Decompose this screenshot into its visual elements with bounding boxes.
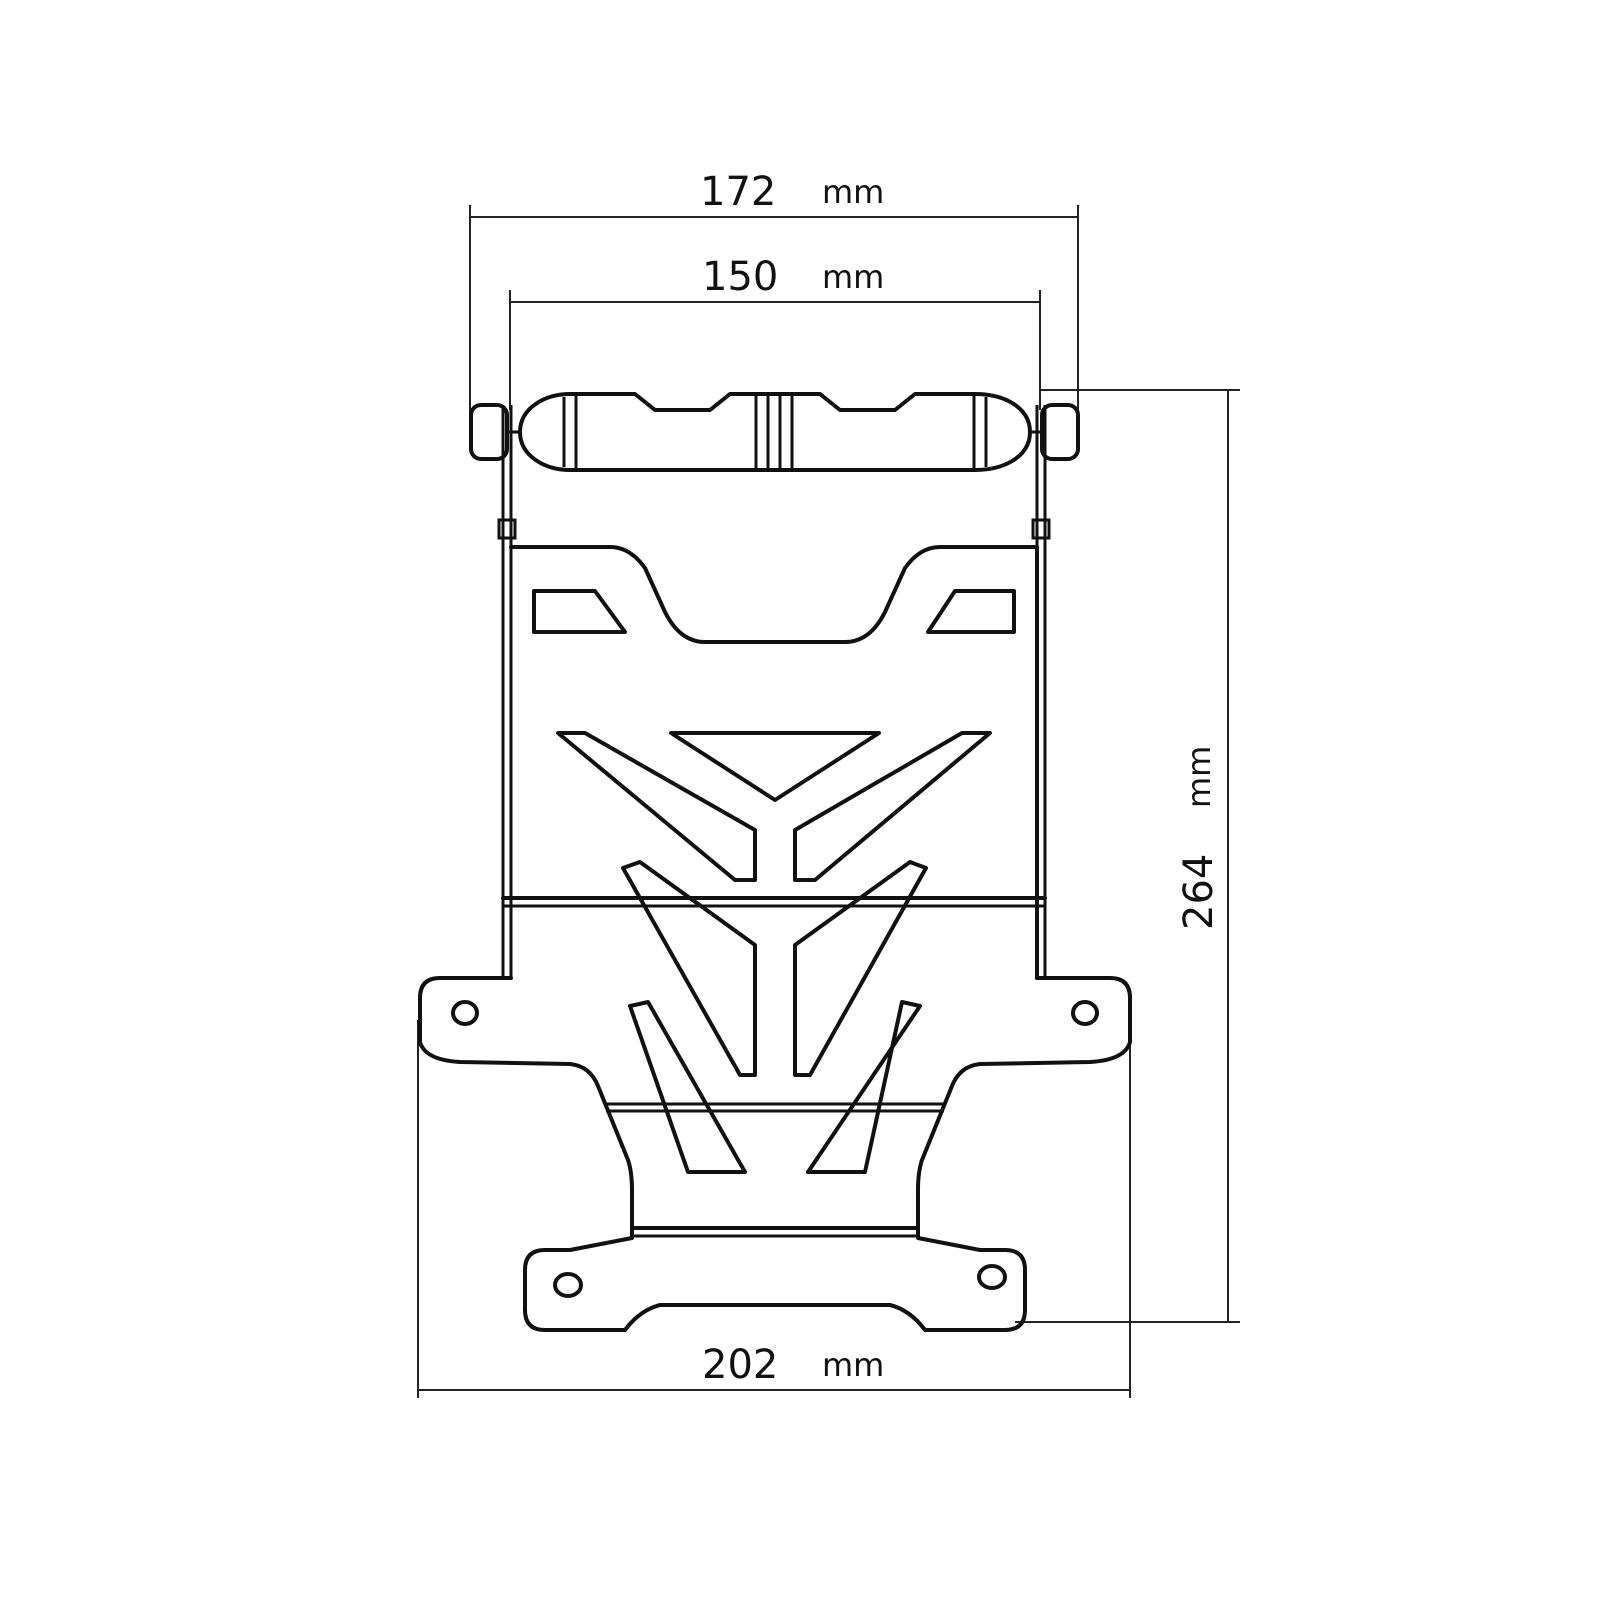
dimension-264-value: 264 xyxy=(1176,854,1222,930)
dimension-150-value: 150 xyxy=(702,254,778,300)
dimension-150-unit: mm xyxy=(822,258,884,296)
cutout-upper-left-wing xyxy=(556,731,757,882)
dimension-150: 150 mm xyxy=(509,254,1041,410)
mounting-hole-bottom-left xyxy=(553,1272,583,1298)
cutout-upper-right-wing xyxy=(793,731,992,882)
mounting-hole-right xyxy=(1071,1000,1099,1026)
side-support-arms xyxy=(497,405,1051,978)
mounting-hole-left xyxy=(451,1000,479,1026)
cutout-lower-right-wing xyxy=(793,860,928,1077)
dimension-202: 202 mm xyxy=(417,1020,1131,1398)
mounting-hole-bottom-right xyxy=(977,1264,1007,1290)
main-plate xyxy=(509,545,1039,1174)
dimension-172-unit: mm xyxy=(822,173,884,211)
lower-mounting-flange xyxy=(418,976,1132,1332)
dimension-172: 172 mm xyxy=(469,169,1079,420)
dimension-202-value: 202 xyxy=(702,1342,778,1388)
cutout-top-right xyxy=(926,589,1016,634)
cutout-top-left xyxy=(532,589,627,634)
cutout-bottom-left-slash xyxy=(628,1000,747,1174)
top-roller-bar xyxy=(469,392,1080,472)
dimension-264: 264 mm xyxy=(1015,389,1240,1323)
cutout-lower-left-wing xyxy=(621,860,757,1077)
dimension-264-unit: mm xyxy=(1180,746,1218,808)
dimension-202-unit: mm xyxy=(822,1346,884,1384)
dimension-172-value: 172 xyxy=(700,169,776,215)
cutout-bottom-right-slash xyxy=(806,1000,922,1174)
cutout-center-triangle xyxy=(669,731,881,802)
